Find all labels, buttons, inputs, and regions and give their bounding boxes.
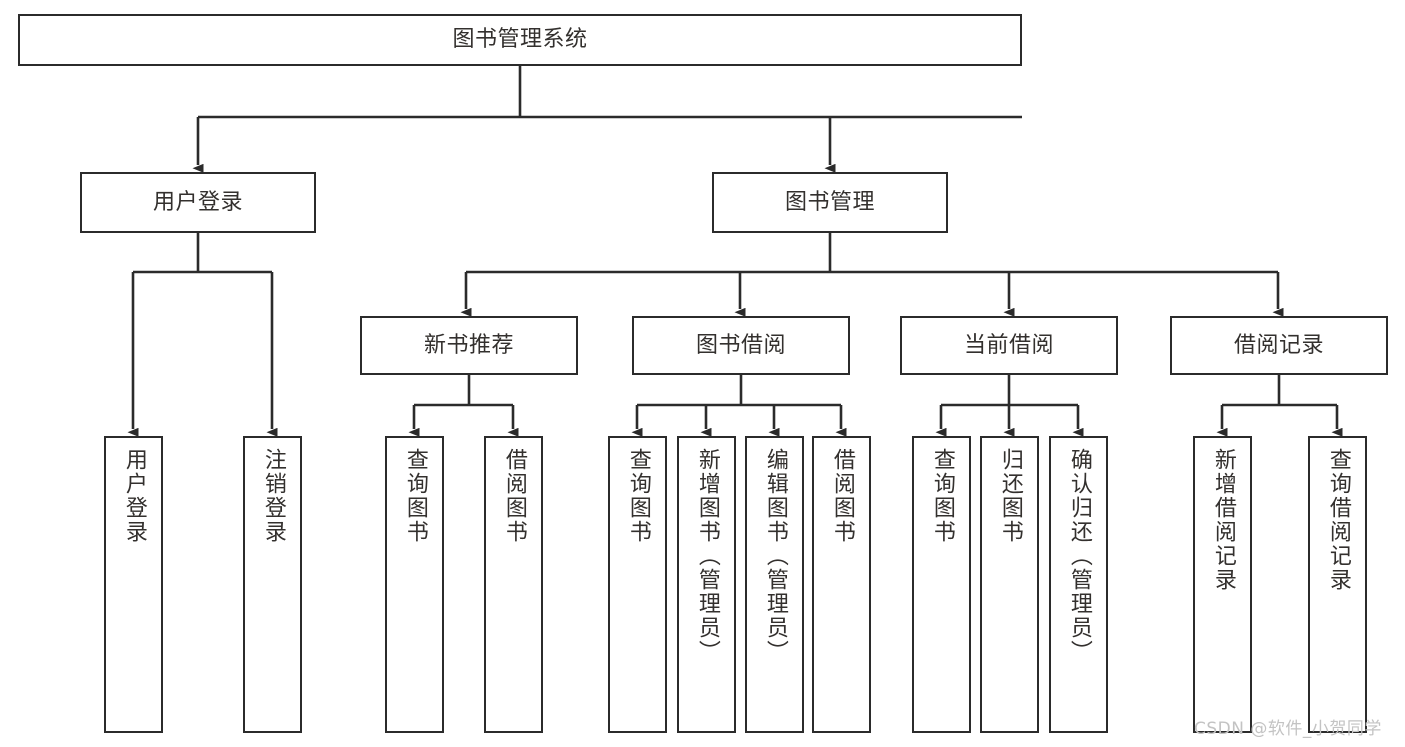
node-leaf-edit-book-label: 编辑图书（管理员） bbox=[762, 448, 788, 664]
node-leaf-return-book-label: 归还图书 bbox=[997, 448, 1023, 544]
node-book-borrow[interactable]: 图书借阅 bbox=[632, 316, 850, 375]
node-current-borrow-label: 当前借阅 bbox=[963, 332, 1054, 358]
node-borrow-record[interactable]: 借阅记录 bbox=[1170, 316, 1388, 375]
node-leaf-user-login-label: 用户登录 bbox=[121, 448, 147, 544]
csdn-watermark: CSDN @软件_小贺同学 bbox=[1194, 719, 1382, 739]
node-leaf-query-book-3[interactable]: 查询图书 bbox=[912, 436, 971, 733]
node-leaf-add-book[interactable]: 新增图书（管理员） bbox=[677, 436, 736, 733]
node-leaf-query-record[interactable]: 查询借阅记录 bbox=[1308, 436, 1367, 733]
node-leaf-user-login[interactable]: 用户登录 bbox=[104, 436, 163, 733]
node-leaf-borrow-book-2[interactable]: 借阅图书 bbox=[812, 436, 871, 733]
node-leaf-logout-login-label: 注销登录 bbox=[260, 448, 286, 544]
node-leaf-query-book-3-label: 查询图书 bbox=[929, 448, 955, 544]
node-user-login-label: 用户登录 bbox=[152, 189, 243, 215]
node-root[interactable]: 图书管理系统 bbox=[18, 14, 1022, 66]
node-leaf-query-book-2-label: 查询图书 bbox=[625, 448, 651, 544]
node-leaf-edit-book[interactable]: 编辑图书（管理员） bbox=[745, 436, 804, 733]
node-borrow-record-label: 借阅记录 bbox=[1233, 332, 1324, 358]
node-book-management-label: 图书管理 bbox=[784, 189, 875, 215]
node-leaf-add-record-label: 新增借阅记录 bbox=[1210, 448, 1236, 592]
node-new-book-recommend-label: 新书推荐 bbox=[423, 332, 514, 358]
node-user-login[interactable]: 用户登录 bbox=[80, 172, 316, 233]
node-leaf-confirm-return-label: 确认归还（管理员） bbox=[1066, 448, 1092, 664]
node-leaf-return-book[interactable]: 归还图书 bbox=[980, 436, 1039, 733]
node-book-management[interactable]: 图书管理 bbox=[712, 172, 948, 233]
node-leaf-borrow-book-2-label: 借阅图书 bbox=[829, 448, 855, 544]
node-root-label: 图书管理系统 bbox=[452, 27, 588, 53]
node-leaf-borrow-book-1-label: 借阅图书 bbox=[501, 448, 527, 544]
node-leaf-confirm-return[interactable]: 确认归还（管理员） bbox=[1049, 436, 1108, 733]
node-leaf-borrow-book-1[interactable]: 借阅图书 bbox=[484, 436, 543, 733]
node-leaf-query-book-2[interactable]: 查询图书 bbox=[608, 436, 667, 733]
node-leaf-logout-login[interactable]: 注销登录 bbox=[243, 436, 302, 733]
node-leaf-query-book-1-label: 查询图书 bbox=[402, 448, 428, 544]
node-leaf-query-book-1[interactable]: 查询图书 bbox=[385, 436, 444, 733]
node-leaf-add-book-label: 新增图书（管理员） bbox=[694, 448, 720, 664]
node-new-book-recommend[interactable]: 新书推荐 bbox=[360, 316, 578, 375]
node-leaf-query-record-label: 查询借阅记录 bbox=[1325, 448, 1351, 592]
node-book-borrow-label: 图书借阅 bbox=[695, 332, 786, 358]
node-current-borrow[interactable]: 当前借阅 bbox=[900, 316, 1118, 375]
node-leaf-add-record[interactable]: 新增借阅记录 bbox=[1193, 436, 1252, 733]
